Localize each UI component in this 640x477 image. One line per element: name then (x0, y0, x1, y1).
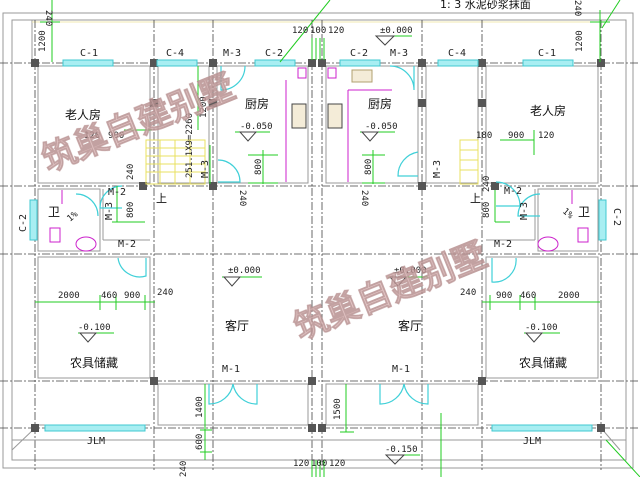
dim-240-liv-l: 240 (157, 288, 173, 298)
dim-storage-left-900: 900 (124, 291, 140, 301)
dim-storage-left-460: 460 (101, 291, 117, 301)
slope-right: 1% (560, 207, 575, 222)
label-m2-left-a: M-2 (108, 187, 126, 198)
label-m3-bath-left: M-3 (104, 202, 115, 220)
dim-1200-stair: 1200 (199, 96, 209, 118)
dim-stair-spec: 251.1X9=2260 (185, 113, 195, 178)
dim-800-br: 800 (482, 202, 492, 218)
stair-up-right: 上 (470, 192, 481, 205)
dim-1200-right: 1200 (575, 30, 585, 52)
label-c4-right: C-4 (448, 48, 466, 59)
label-jlm-right: JLM (523, 436, 541, 447)
label-m3-top-right: M-3 (390, 48, 408, 59)
opening-labels: C-1 C-4 M-3 C-2 C-2 M-3 C-4 C-1 M-3 M-3 … (18, 48, 622, 447)
dimension-labels: 240 1200 1200 240 1200 251.1X9=2260 120 … (38, 0, 585, 477)
dim-storage-right-460: 460 (520, 291, 536, 301)
label-c2-side-right: C-2 (611, 208, 622, 226)
slope-left: 1% (66, 209, 81, 224)
dim-800-kl: 800 (254, 159, 264, 175)
dim-bottom-100: 100 (311, 459, 327, 469)
dim-elder-right-a: 180 (476, 131, 492, 141)
dim-1400: 1400 (195, 396, 205, 418)
dim-elder-left-b: 900 (108, 131, 124, 141)
room-kitchen-left: 厨房 (245, 96, 269, 111)
room-storage-right: 农具储藏 (519, 355, 567, 370)
level-labels: ±0.000 -0.050 -0.050 ±0.000 ±0.000 -0.10… (78, 26, 558, 455)
dim-top-100: 100 (310, 26, 326, 36)
level-top: ±0.000 (380, 26, 413, 36)
label-m3-top-left: M-3 (223, 48, 241, 59)
room-bath-right: 卫 (578, 205, 590, 219)
label-m3-kitchen-left: M-3 (200, 160, 211, 178)
dimension-lines (35, 0, 640, 477)
stair-up-left: 上 (156, 192, 167, 205)
dim-top-120a: 120 (292, 26, 308, 36)
note-text: 1: 3 水泥砂浆抹面 (440, 0, 531, 11)
label-m2-left-b: M-2 (118, 239, 136, 250)
dim-240-kr: 240 (359, 190, 369, 206)
room-storage-left: 农具储藏 (70, 355, 118, 370)
level-kitchen-right: -0.050 (365, 122, 398, 132)
dim-600: 600 (195, 434, 205, 450)
label-c2-side-left: C-2 (18, 214, 29, 232)
dim-240-kl: 240 (237, 190, 247, 206)
dim-240-bottom: 240 (179, 461, 189, 477)
dim-1500: 1500 (333, 398, 343, 420)
label-c1-left: C-1 (80, 48, 98, 59)
structural-columns (31, 59, 605, 432)
windows (29, 59, 607, 432)
room-labels: 老人房 老人房 厨房 厨房 卫 卫 客厅 客厅 农具储藏 农具储藏 (48, 96, 590, 370)
dim-240-top-left: 240 (43, 10, 53, 26)
level-markers (78, 35, 560, 465)
label-m2-right-a: M-2 (504, 186, 522, 197)
dim-bottom-120b: 120 (329, 459, 345, 469)
level-living-right: ±0.000 (394, 266, 427, 276)
dim-1200-left: 1200 (38, 30, 48, 52)
doors (75, 65, 541, 405)
level-storage-left: -0.100 (78, 323, 111, 333)
dim-storage-left-2000: 2000 (58, 291, 80, 301)
dim-elder-right-c: 120 (538, 131, 554, 141)
room-bath-left: 卫 (48, 205, 60, 219)
label-c1-right: C-1 (538, 48, 556, 59)
dim-800-kr: 800 (364, 159, 374, 175)
dim-800-bl: 800 (126, 202, 136, 218)
dim-240-top-right: 240 (572, 0, 582, 16)
dim-top-120b: 120 (328, 26, 344, 36)
dim-storage-right-2000: 2000 (558, 291, 580, 301)
label-c4-left: C-4 (166, 48, 184, 59)
room-living-left: 客厅 (225, 318, 249, 333)
room-elder-right: 老人房 (530, 103, 566, 118)
room-living-right: 客厅 (398, 318, 422, 333)
level-storage-right: -0.100 (525, 323, 558, 333)
stairs (145, 139, 479, 185)
dim-240-stair-l: 240 (126, 164, 136, 180)
room-kitchen-right: 厨房 (368, 96, 392, 111)
room-elder-left: 老人房 (65, 107, 101, 122)
drawing-note: 1: 3 水泥砂浆抹面 (440, 0, 531, 11)
dim-storage-right-900: 900 (496, 291, 512, 301)
label-m1-right: M-1 (392, 364, 410, 375)
label-m3-bath-right: M-3 (519, 202, 530, 220)
fixtures (49, 67, 589, 252)
level-kitchen-left: -0.050 (240, 122, 273, 132)
dim-240-liv-r: 240 (460, 288, 476, 298)
label-m1-left: M-1 (222, 364, 240, 375)
level-porch: -0.150 (385, 445, 418, 455)
dim-elder-right-b: 900 (508, 131, 524, 141)
level-living-left: ±0.000 (228, 266, 261, 276)
outer-boundary (2, 12, 634, 469)
label-c2-top-left: C-2 (265, 48, 283, 59)
label-m3-kitchen-right: M-3 (432, 160, 443, 178)
dim-240-stair-r: 240 (482, 176, 492, 192)
label-c2-top-right: C-2 (350, 48, 368, 59)
dim-elder-left-a: 120 (84, 131, 100, 141)
label-m2-right-b: M-2 (494, 239, 512, 250)
label-jlm-left: JLM (87, 436, 105, 447)
dim-bottom-120a: 120 (293, 459, 309, 469)
